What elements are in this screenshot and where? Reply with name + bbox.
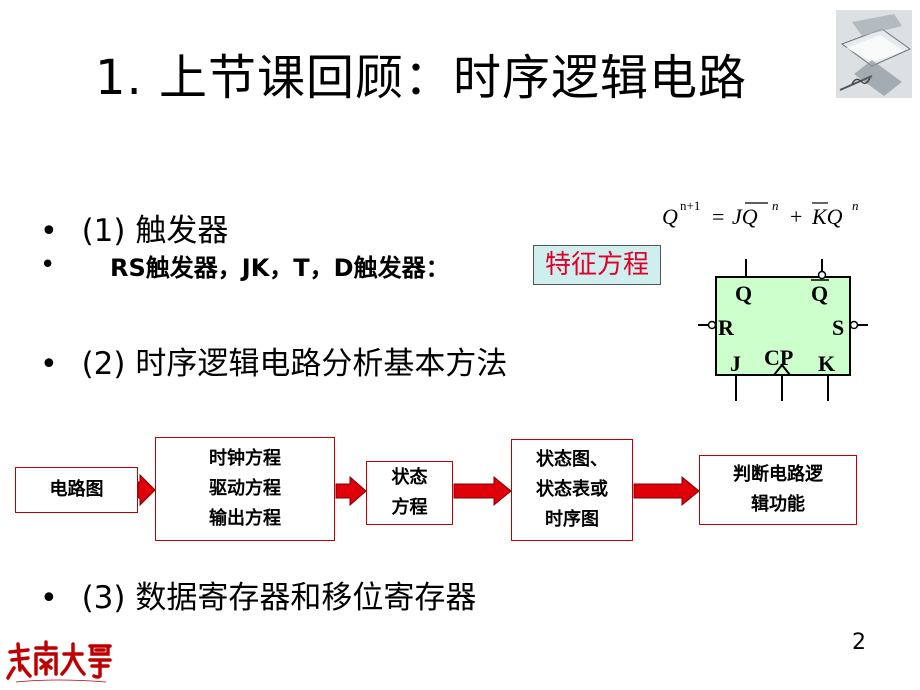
characteristic-equation-highlight: 特征方程: [533, 245, 661, 285]
label-r: R: [718, 315, 735, 340]
bullet-registers: • (3) 数据寄存器和移位寄存器: [40, 572, 476, 617]
flow-box-judge-function: 判断电路逻 辑功能: [699, 455, 857, 525]
flow-box-circuit-text: 电路图: [49, 479, 104, 500]
jk-characteristic-equation: Q n+1 = JQ n + KQ n: [662, 198, 859, 229]
jk-flipflop-symbol: Q Q R S J CP K: [698, 259, 868, 401]
sub-bullet-flipflop-types: RS触发器，JK，T，D触发器：: [110, 254, 450, 282]
formula-lhs: Q: [662, 204, 678, 229]
formula-lhs-sup: n+1: [680, 198, 700, 213]
label-j: J: [730, 351, 741, 376]
formula-term2: KQ: [811, 204, 843, 229]
bullet-flipflop-text: (1) 触发器: [81, 213, 229, 249]
arrow-2: [335, 475, 367, 507]
arrow-4: [633, 475, 700, 507]
bullet-registers-text: (3) 数据寄存器和移位寄存器: [81, 580, 477, 616]
page-number: 2: [852, 630, 866, 655]
formula-equals: =: [712, 204, 724, 229]
drive-equation-text: 驱动方程: [209, 478, 281, 499]
pin-r-bubble: [707, 320, 717, 330]
university-logo: [6, 640, 112, 683]
label-s: S: [832, 315, 844, 340]
pin-s-bubble: [849, 320, 859, 330]
label-cp: CP: [764, 345, 793, 370]
sub-bullet-dot: •: [40, 250, 56, 280]
arrow-3: [453, 475, 512, 507]
flow-arrows: [137, 473, 700, 507]
state-eq-line1: 状态: [391, 467, 428, 488]
state-table-text: 状态表或: [536, 479, 608, 500]
bullet-flipflop: • (1) 触发器: [40, 205, 228, 250]
label-qbar: Q: [811, 281, 828, 306]
bullet-dot: •: [40, 581, 58, 616]
clock-triangle: [773, 363, 791, 376]
label-q: Q: [735, 281, 752, 306]
timing-diagram-text: 时序图: [545, 509, 599, 530]
bullet-dot: •: [40, 214, 58, 249]
clock-equation-text: 时钟方程: [209, 448, 281, 469]
slide-title: 1. 上节课回顾：时序逻辑电路: [95, 50, 748, 106]
flow-box-state-equation: 状态 方程: [366, 461, 453, 525]
label-k: K: [818, 351, 835, 376]
output-equation-text: 输出方程: [209, 508, 281, 529]
formula-term1-sup: n: [772, 198, 779, 213]
judge-line1: 判断电路逻: [733, 464, 823, 485]
bullet-dot: •: [40, 347, 58, 382]
flow-box-equations: 时钟方程 驱动方程 输出方程: [155, 437, 335, 541]
formula-term1: JQ: [732, 204, 758, 229]
bullet-analysis-method: • (2) 时序逻辑电路分析基本方法: [40, 338, 507, 383]
judge-line2: 辑功能: [751, 494, 805, 515]
flow-box-state-diagram: 状态图、 状态表或 时序图: [511, 439, 633, 541]
pin-qbar-bubble: [817, 270, 827, 280]
corner-decoration-image: [832, 4, 916, 104]
formula-plus: +: [790, 204, 802, 229]
state-eq-line2: 方程: [391, 497, 428, 518]
bullet-analysis-method-text: (2) 时序逻辑电路分析基本方法: [81, 346, 508, 382]
arrow-1: [137, 473, 156, 507]
formula-term2-sup: n: [852, 198, 859, 213]
flow-box-circuit-diagram: 电路图: [15, 467, 138, 513]
state-diagram-text: 状态图、: [536, 449, 608, 470]
